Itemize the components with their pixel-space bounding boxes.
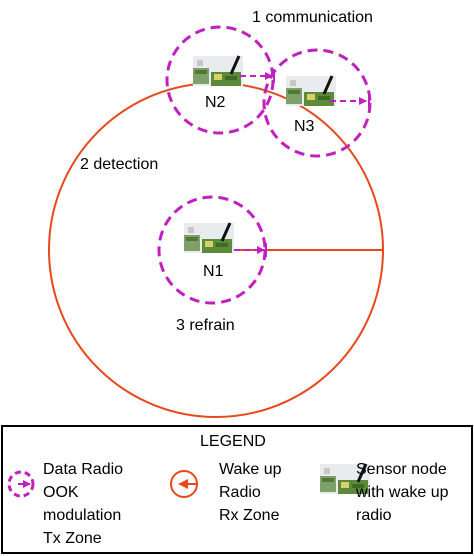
legend-sensor-node-line-1: Sensor node bbox=[356, 461, 447, 478]
node-label-n3: N3 bbox=[294, 118, 315, 135]
legend-data-radio-line-3: modulation bbox=[43, 507, 121, 524]
n3-sensor-node-icon bbox=[284, 74, 338, 108]
legend-sensor-node-line-3: radio bbox=[356, 507, 392, 524]
legend-title: LEGEND bbox=[200, 433, 266, 450]
legend-data-radio-swatch bbox=[7, 470, 35, 498]
legend-wakeup-radio-line-3: Rx Zone bbox=[219, 507, 280, 524]
legend-wakeup-radio-line-2: Radio bbox=[219, 484, 261, 501]
legend-wakeup-radio-arrow bbox=[178, 479, 188, 489]
n1-sensor-node-icon bbox=[182, 221, 236, 255]
label-refrain: 3 refrain bbox=[176, 317, 235, 334]
legend-box bbox=[1, 425, 473, 554]
n2-sensor-node-icon bbox=[191, 54, 245, 88]
legend-data-radio-line-4: Tx Zone bbox=[43, 530, 102, 547]
label-communication: 1 communication bbox=[252, 9, 373, 26]
node-label-n2: N2 bbox=[205, 94, 226, 111]
legend-wakeup-radio-line-1: Wake up bbox=[219, 461, 282, 478]
label-detection: 2 detection bbox=[80, 156, 158, 173]
legend-data-radio-line-1: Data Radio bbox=[43, 461, 123, 478]
legend-data-radio-line-2: OOK bbox=[43, 484, 79, 501]
legend-sensor-node-line-2: with wake up bbox=[355, 484, 449, 501]
node-label-n1: N1 bbox=[203, 263, 224, 280]
